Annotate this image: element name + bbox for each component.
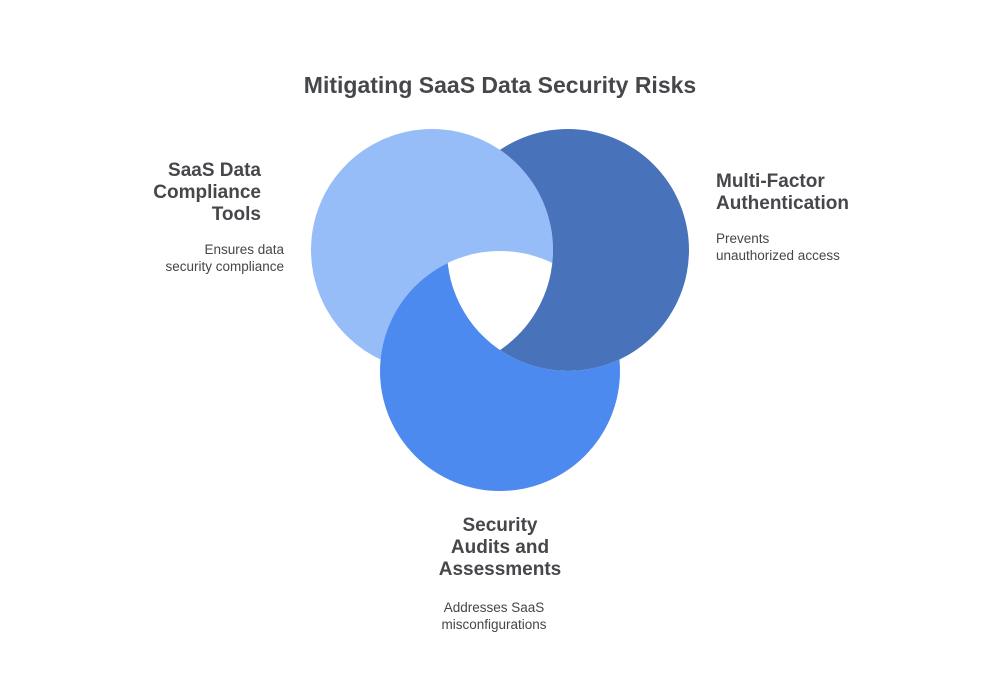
- description-saas-data-compliance-tools: Ensures data security compliance: [165, 241, 284, 275]
- description-security-audits-assessments: Addresses SaaS misconfigurations: [0, 599, 988, 633]
- label-saas-data-compliance-tools: SaaS Data Compliance Tools: [153, 160, 261, 226]
- label-line: Tools: [211, 204, 261, 225]
- label-line: Security: [462, 515, 538, 536]
- label-line: Assessments: [438, 559, 562, 580]
- description-line: security compliance: [165, 259, 284, 274]
- label-multi-factor-authentication: Multi-Factor Authentication: [716, 171, 849, 215]
- label-line: Audits and: [450, 537, 550, 558]
- description-line: misconfigurations: [441, 617, 547, 632]
- label-line: Authentication: [716, 193, 849, 214]
- diagram-title: Mitigating SaaS Data Security Risks: [303, 72, 697, 98]
- label-line: Compliance: [153, 182, 261, 203]
- label-line: Multi-Factor: [716, 171, 825, 192]
- label-security-audits-assessments: Security Audits and Assessments: [0, 515, 1000, 581]
- description-line: Addresses SaaS: [443, 600, 545, 615]
- description-line: Prevents: [716, 231, 770, 246]
- description-multi-factor-authentication: Prevents unauthorized access: [716, 230, 840, 264]
- description-line: unauthorized access: [716, 248, 840, 263]
- circle-security-audits-assessments: [380, 251, 620, 491]
- description-line: Ensures data: [204, 242, 284, 257]
- label-line: SaaS Data: [168, 160, 261, 181]
